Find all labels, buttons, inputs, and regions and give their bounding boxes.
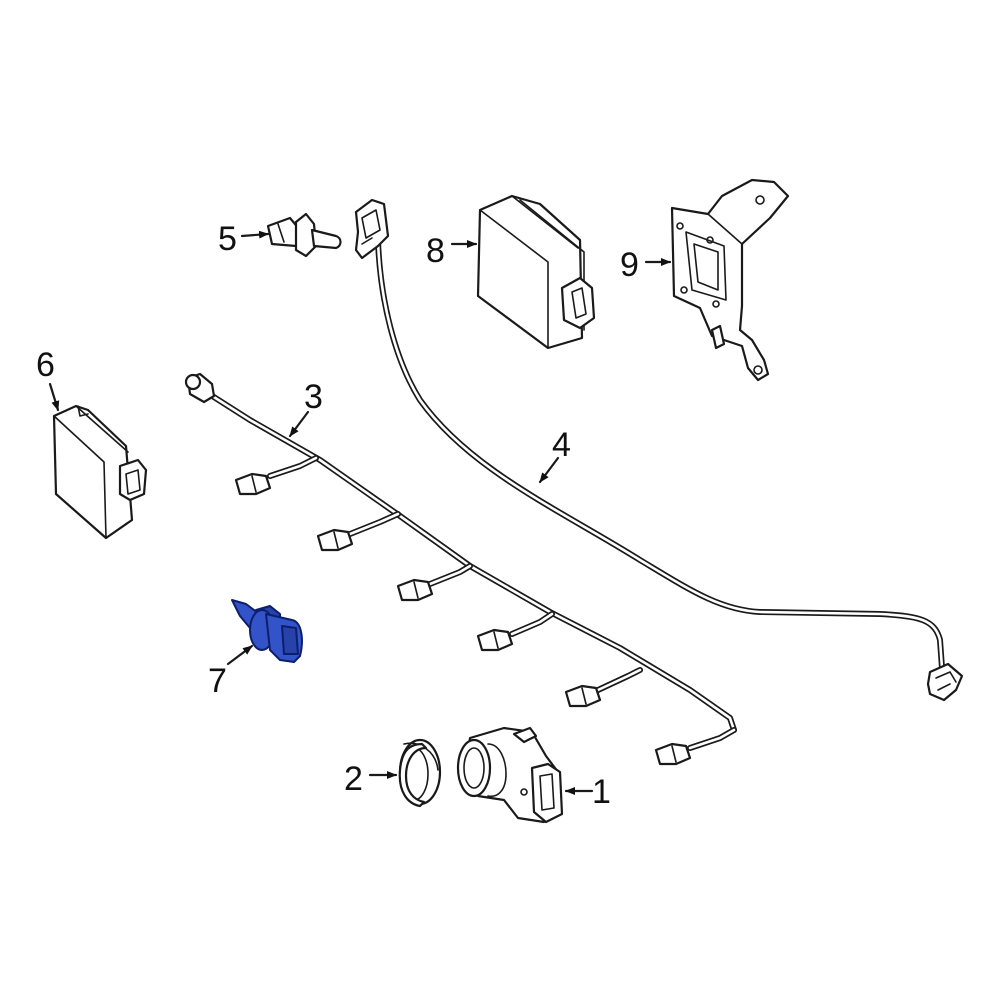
callout-label-3: 3 <box>304 378 323 416</box>
callout-label-9: 9 <box>620 246 639 284</box>
callout-label-8: 8 <box>426 232 445 270</box>
part-5-push-clip <box>266 212 342 258</box>
branch-connector <box>564 684 602 708</box>
branch-connector <box>476 628 514 652</box>
callout-label-4: 4 <box>552 426 571 464</box>
part-6-sensor-module <box>52 404 148 540</box>
harness-3-start-connector <box>184 372 216 404</box>
branch-connector <box>396 578 434 602</box>
part-9-bracket <box>670 178 790 382</box>
part-3-sensor-harness <box>184 372 737 766</box>
callout-label-7: 7 <box>208 662 227 700</box>
callout-arrows <box>48 230 672 795</box>
branch-connector <box>316 528 354 552</box>
part-2-retainer-ring <box>398 738 442 808</box>
callout-label-2: 2 <box>344 760 363 798</box>
callout-label-5: 5 <box>218 220 237 258</box>
callout-label-6: 6 <box>36 346 55 384</box>
part-8-control-module <box>476 194 596 350</box>
part-7-sensor <box>231 599 303 663</box>
harness-end-connector <box>926 662 964 702</box>
module-8-connector <box>560 276 596 330</box>
callout-label-1: 1 <box>592 773 611 811</box>
harness-top-connector <box>354 198 390 260</box>
branch-connector <box>234 472 272 496</box>
branch-connector <box>654 742 692 766</box>
part-1-parking-sensor <box>456 726 564 824</box>
part-4-wiring-harness <box>354 198 964 702</box>
